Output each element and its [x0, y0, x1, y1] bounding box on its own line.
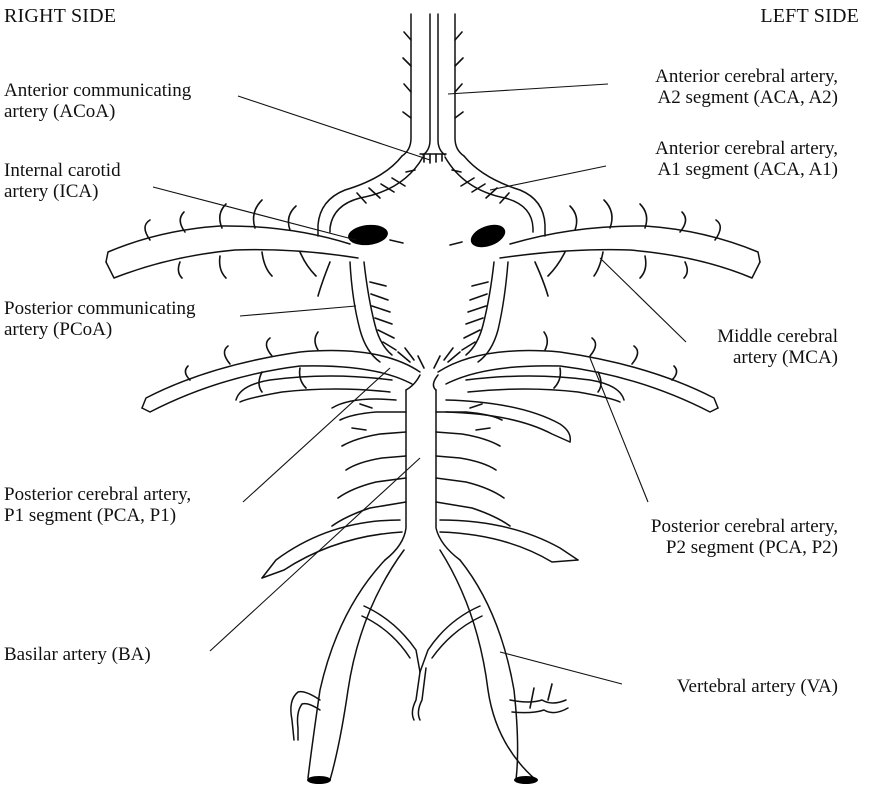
- label-aca-a2-line1: Anterior cerebral artery,: [655, 66, 838, 87]
- label-ba-line1: Basilar artery (BA): [4, 644, 151, 665]
- label-pcoa-line2: artery (PCoA): [4, 319, 113, 340]
- label-pca-p1-line1: Posterior cerebral artery,: [4, 484, 192, 505]
- leader-pca-p2: [589, 357, 649, 503]
- label-ba: Basilar artery (BA): [4, 644, 151, 665]
- leader-mca: [599, 257, 687, 343]
- leader-va: [499, 651, 623, 685]
- label-acoa: Anterior communicating artery (ACoA): [4, 80, 191, 122]
- label-mca: Middle cerebral artery (MCA): [717, 326, 838, 368]
- left-ica-stump: [470, 224, 506, 248]
- label-aca-a1-line2: A1 segment (ACA, A1): [657, 159, 838, 180]
- label-aca-a2-line2: A2 segment (ACA, A2): [657, 87, 838, 108]
- label-pca-p1-line2: P1 segment (PCA, P1): [4, 505, 177, 526]
- header-left-side: LEFT SIDE: [760, 5, 859, 27]
- pca-vessels: [141, 331, 719, 413]
- label-mca-line2: artery (MCA): [733, 347, 838, 368]
- leader-ba: [209, 457, 421, 652]
- label-pca-p2-line1: Posterior cerebral artery,: [650, 516, 838, 537]
- mca-vessels: [105, 199, 761, 297]
- ica-branch-left: [449, 241, 463, 246]
- label-va: Vertebral artery (VA): [677, 676, 838, 697]
- leader-aca-a2: [447, 83, 609, 95]
- label-aca-a1: Anterior cerebral artery, A1 segment (AC…: [655, 138, 838, 180]
- label-pca-p2-line2: P2 segment (PCA, P2): [665, 537, 838, 558]
- label-ica-line2: artery (ICA): [4, 181, 99, 202]
- aca-a2-vessels: [401, 13, 465, 157]
- leader-pca-p1: [242, 367, 391, 503]
- label-acoa-line1: Anterior communicating: [4, 80, 192, 101]
- ica-branch-right: [389, 239, 404, 244]
- leader-pcoa: [239, 305, 357, 317]
- label-acoa-line2: artery (ACoA): [4, 101, 116, 122]
- label-pcoa-line1: Posterior communicating: [4, 298, 196, 319]
- leader-ica: [152, 186, 357, 241]
- right-ica-stump: [348, 224, 388, 246]
- label-va-line1: Vertebral artery (VA): [676, 676, 838, 697]
- label-mca-line1: Middle cerebral: [717, 326, 838, 347]
- label-pca-p1: Posterior cerebral artery, P1 segment (P…: [4, 484, 191, 526]
- leader-acoa: [237, 95, 431, 161]
- label-ica-line1: Internal carotid: [4, 160, 121, 181]
- label-aca-a2: Anterior cerebral artery, A2 segment (AC…: [655, 66, 838, 108]
- basilar-vessel: [261, 374, 579, 579]
- circle-of-willis-loop: [317, 153, 546, 369]
- label-pca-p2: Posterior cerebral artery, P2 segment (P…: [651, 516, 838, 558]
- leader-lines: [152, 83, 687, 685]
- label-aca-a1-line1: Anterior cerebral artery,: [655, 138, 838, 159]
- label-pcoa: Posterior communicating artery (PCoA): [4, 298, 196, 340]
- header-right-side: RIGHT SIDE: [4, 5, 117, 27]
- label-ica: Internal carotid artery (ICA): [4, 160, 121, 202]
- leader-aca-a1: [489, 165, 607, 191]
- vertebral-vessels: [290, 549, 569, 784]
